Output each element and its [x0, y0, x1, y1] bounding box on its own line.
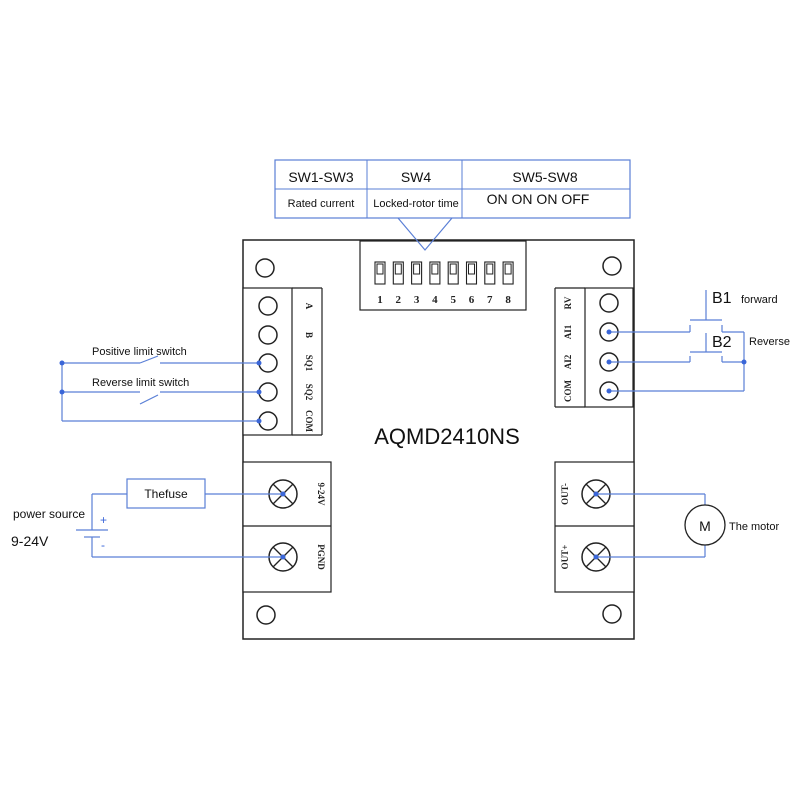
table-header-sw1-sw3: SW1-SW3 [288, 169, 354, 185]
battery-minus: - [101, 538, 105, 552]
left-terminal-screw-a [258, 296, 278, 316]
dip-switch-number-8: 8 [505, 294, 511, 306]
motor-label: The motor [729, 521, 779, 533]
motor-wiring [596, 493, 706, 558]
fuse-label: Thefuse [144, 487, 188, 501]
button-wire-junction-ai1 [606, 329, 612, 335]
mount-hole-top-right [602, 256, 622, 276]
power-terminal-label-vin: 9-24V [316, 483, 326, 506]
dip-switch-6: 6 [465, 261, 478, 306]
motor-wire-junction-out-minus [593, 491, 599, 497]
left-terminal-label-sq2: SQ2 [304, 384, 314, 401]
mount-hole-bottom-left [256, 605, 276, 625]
fuse [126, 478, 206, 509]
right-terminal-label-rv: RV [563, 296, 573, 309]
b1-description: forward [741, 294, 778, 306]
dip-switch-1: 1 [374, 261, 386, 306]
table-pointer [397, 217, 453, 251]
mount-hole-bottom-right [602, 604, 622, 624]
right-terminal-label-ai1: AI1 [563, 324, 573, 339]
left-terminal-label-com: COM [304, 410, 314, 433]
dip-switch-number-5: 5 [450, 294, 456, 306]
limit-switch-wiring [61, 355, 259, 422]
dip-switch-7: 7 [484, 261, 496, 306]
power-terminal-label-pgnd: PGND [316, 544, 326, 570]
b2-description: Reverse [749, 336, 790, 348]
right-terminal-screw-rv [599, 293, 619, 313]
left-terminal-screw-sq2 [258, 382, 278, 402]
limit-wire-junction-top [59, 360, 65, 366]
board-model-label: AQMD2410NS [374, 424, 520, 449]
voltage-label: 9-24V [11, 533, 49, 549]
motor-terminal-label-out-minus: OUT- [560, 483, 570, 505]
dip-switch-3: 3 [411, 261, 423, 306]
limit-wire-junction-sq2 [256, 389, 262, 395]
right-terminal-label-ai2: AI2 [563, 354, 573, 369]
reverse-limit-switch-label: Reverse limit switch [92, 377, 189, 389]
dip-switch-number-1: 1 [377, 294, 383, 306]
left-terminal-screw-sq1 [258, 353, 278, 373]
motor-wire-junction-out-plus [593, 554, 599, 560]
mount-hole-top-left [255, 258, 275, 278]
button-wire-junction-bus [741, 359, 747, 365]
dip-switch-4: 4 [429, 261, 441, 306]
left-terminal-label-b: B [304, 332, 314, 338]
table-value-sw5-sw8: ON ON ON OFF [487, 191, 590, 207]
power-source-label: power source [13, 507, 85, 521]
table-value-locked-rotor-time: Locked-rotor time [373, 198, 459, 210]
right-terminal-label-com: COM [563, 380, 573, 403]
table-value-rated-current: Rated current [288, 198, 355, 210]
limit-wire-junction-sq1 [256, 360, 262, 366]
motor-symbol [684, 504, 726, 546]
left-terminal-screw-com [258, 411, 278, 431]
button-wire-junction-com [606, 388, 612, 394]
dip-switch-number-6: 6 [469, 294, 475, 306]
table-header-sw4: SW4 [401, 169, 432, 185]
left-terminal-label-a: A [304, 303, 314, 310]
left-terminal-screw-b [258, 325, 278, 345]
power-wire-junction-vin [280, 491, 286, 497]
positive-limit-switch-label: Positive limit switch [92, 346, 187, 358]
limit-wire-junction-com [256, 418, 262, 424]
table-header-sw5-sw8: SW5-SW8 [512, 169, 578, 185]
power-wire-junction-pgnd [280, 554, 286, 560]
motor-terminal-label-out-plus: OUT+ [560, 545, 570, 570]
b1-label: B1 [712, 290, 732, 307]
power-wiring [76, 493, 283, 558]
button-wire-junction-ai2 [606, 359, 612, 365]
motor-symbol-letter: M [699, 518, 711, 534]
dip-switch-8: 8 [502, 261, 514, 306]
left-terminal-label-sq1: SQ1 [304, 355, 314, 372]
dip-switch-number-3: 3 [414, 294, 420, 306]
dip-switch-5: 5 [447, 261, 459, 306]
battery-plus: + [100, 513, 107, 527]
dip-switch-number-7: 7 [487, 294, 493, 306]
limit-wire-junction-mid [59, 389, 65, 395]
dip-switch-number-2: 2 [396, 294, 402, 306]
dip-switch-block [359, 240, 527, 311]
b2-label: B2 [712, 334, 732, 351]
dip-switch-number-4: 4 [432, 294, 438, 306]
dip-switch-2: 2 [392, 261, 404, 306]
